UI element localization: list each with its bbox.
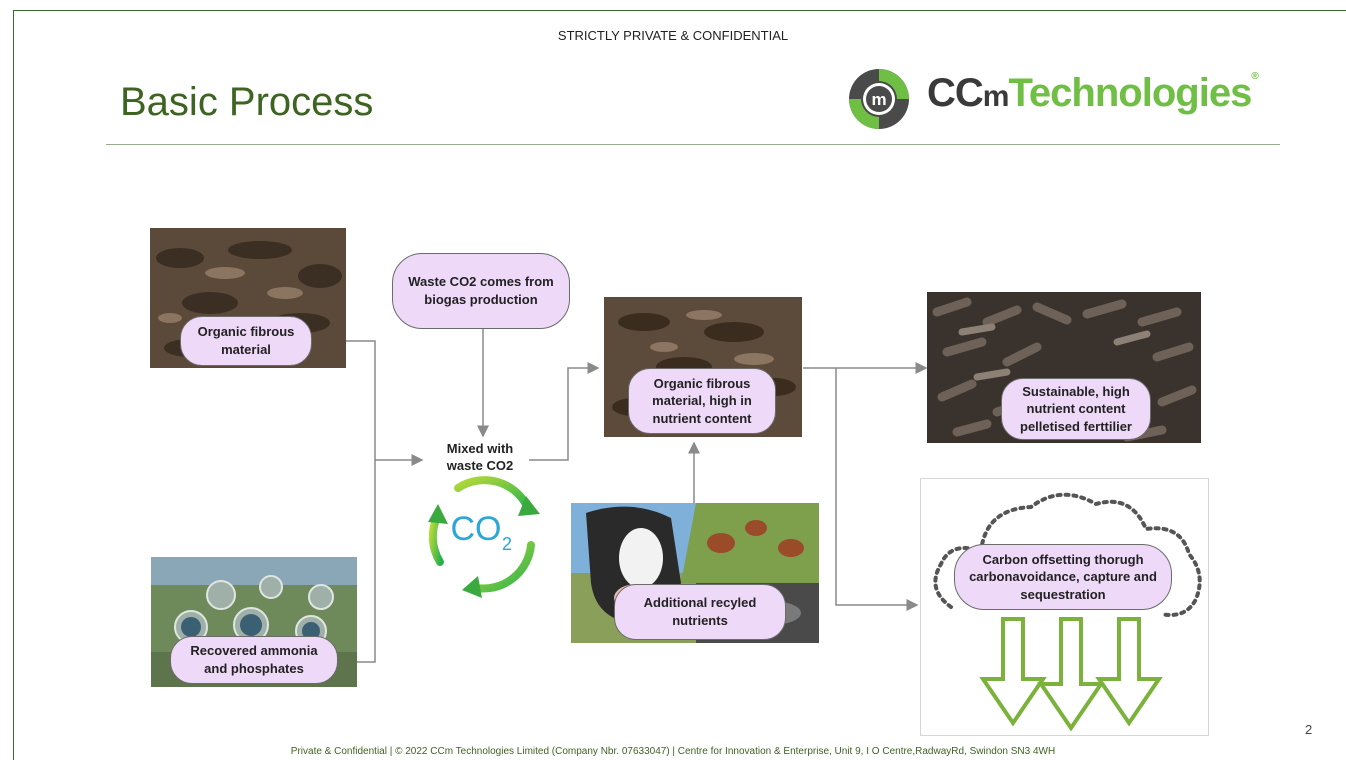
organic-material-label: Organic fibrous material [180,316,312,366]
title-divider [106,144,1280,145]
recycled-nutrients-label: Additional recyled nutrients [614,584,786,640]
connector-to-carbon [835,368,919,611]
organic-high-label: Organic fibrous material, high in nutrie… [628,368,776,434]
slide-border-top [14,10,1346,11]
slide-title: Basic Process [120,80,374,124]
confidential-notice: STRICTLY PRIVATE & CONFIDENTIAL [557,28,789,43]
mixed-co2-label: Mixed with waste CO2 [446,441,514,473]
down-arrow-1-icon [979,617,1047,727]
slide-border-left [13,10,14,760]
waste-co2-label: Waste CO2 comes from biogas production [392,253,570,329]
cloud-arrows-graphic [933,492,1202,732]
footer-text: Private & Confidential | © 2022 CCm Tech… [290,746,1056,757]
ccm-logo: m CCmTechnologies® [845,63,1290,135]
ccm-logo-mark-icon: m [849,69,909,129]
page-number: 2 [1305,722,1313,737]
connector-organic-to-mix [346,340,424,466]
logo-wordmark: CCmTechnologies® [927,71,1259,116]
connector-ammonia-to-mix [357,460,376,663]
fertiliser-label: Sustainable, high nutrient content pelle… [1001,378,1151,440]
down-arrow-3-icon [1095,617,1163,727]
logo-cc: CC [927,71,984,115]
down-arrow-2-icon [1037,617,1105,732]
connector-mix-to-organic-high [529,362,600,461]
co2-text: CO [451,510,502,548]
co2-subscript: 2 [502,534,512,554]
ammonia-label: Recovered ammonia and phosphates [170,636,338,684]
logo-m: m [982,80,1010,113]
carbon-offset-panel [920,478,1209,736]
carbon-offset-label: Carbon offsetting thorugh carbonavoidanc… [954,544,1172,610]
logo-registered: ® [1251,71,1258,82]
logo-technologies: Technologies [1008,71,1252,115]
logo-mark-letter: m [871,90,886,109]
co2-recycle-icon: CO 2 [428,476,540,598]
